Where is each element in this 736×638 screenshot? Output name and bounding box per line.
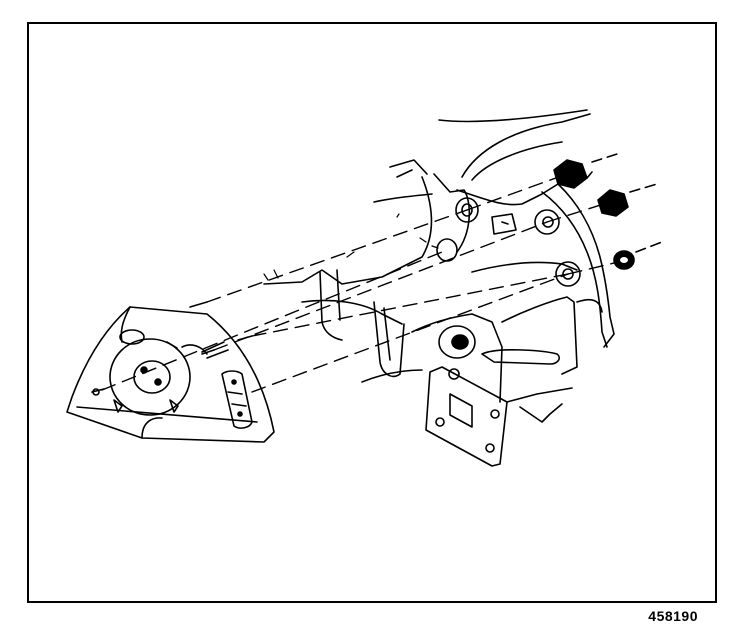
alignment-lines	[101, 173, 628, 393]
nut-lower	[613, 241, 663, 270]
detail-marks	[263, 213, 439, 281]
figure-number: 458190	[648, 608, 698, 624]
lamp-studs	[189, 301, 253, 355]
tail-lamp-assembly	[66, 306, 275, 443]
stud-holes	[436, 197, 581, 287]
illustration-frame	[27, 22, 717, 603]
trunk-lid	[373, 109, 591, 203]
nut-upper	[553, 153, 618, 189]
tail-lamp-exploded-view	[66, 109, 663, 467]
nut-fasteners	[553, 153, 663, 270]
nut-middle	[597, 183, 658, 217]
mounting-bracket	[425, 325, 560, 467]
quarter-panel-body	[263, 173, 615, 423]
